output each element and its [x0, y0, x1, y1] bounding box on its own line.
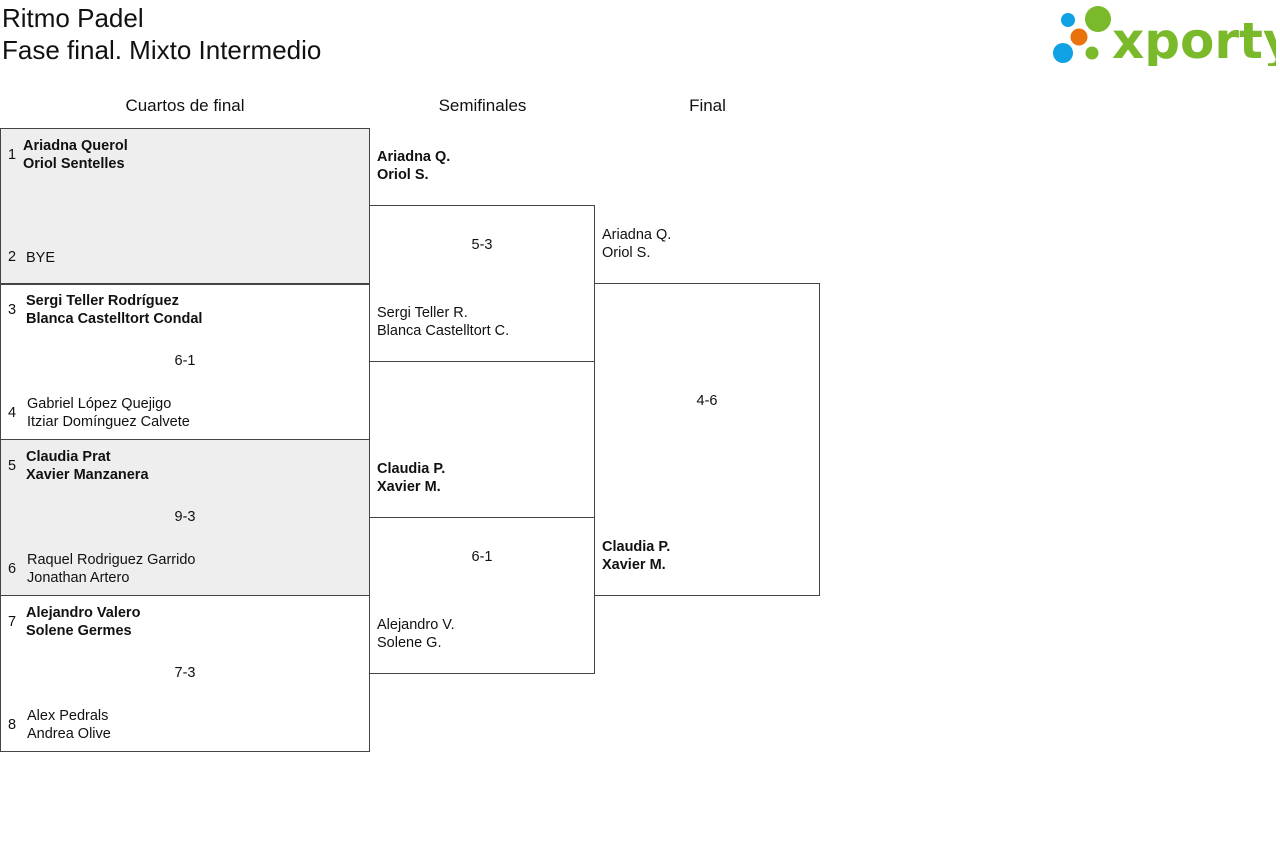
round-header-semifinals: Semifinales: [438, 96, 527, 115]
match-score: 7-3: [174, 665, 196, 681]
round-header-final: Final: [689, 96, 726, 115]
semifinal-match-1[interactable]: 5-3 Sergi Teller R.Blanca Castelltort C.: [369, 205, 595, 362]
match-score: 5-3: [471, 237, 493, 253]
semifinal-1-team-top: Ariadna Q.Oriol S.: [377, 149, 451, 183]
xporty-logo: xporty: [1052, 4, 1280, 70]
semifinal-2-team-top: Claudia P.Xavier M.: [377, 461, 446, 495]
match-score: 6-1: [174, 353, 196, 369]
team-bottom: BYE: [26, 250, 56, 266]
svg-text:xporty: xporty: [1112, 12, 1276, 66]
seed: 3: [8, 302, 17, 318]
seed: 4: [8, 405, 17, 421]
team-bottom: Sergi Teller R.Blanca Castelltort C.: [377, 305, 510, 339]
phase-title: Fase final. Mixto Intermedio: [2, 35, 322, 65]
seed: 1: [8, 147, 17, 163]
team-bottom: Alejandro V.Solene G.: [377, 617, 455, 651]
seed: 8: [8, 717, 17, 733]
final-match[interactable]: 4-6 Claudia P.Xavier M.: [594, 283, 820, 596]
match-score: 9-3: [174, 509, 196, 525]
round-header-quarterfinals: Cuartos de final: [125, 96, 245, 115]
club-title: Ritmo Padel: [2, 3, 144, 33]
final-team-top: Ariadna Q.Oriol S.: [602, 227, 672, 261]
match-score: 4-6: [696, 393, 718, 409]
team-bottom: Claudia P.Xavier M.: [602, 539, 671, 573]
seed: 2: [8, 249, 17, 265]
match-score: 6-1: [471, 549, 493, 565]
seed: 6: [8, 561, 17, 577]
seed: 7: [8, 614, 17, 630]
seed: 5: [8, 458, 17, 474]
semifinal-match-2[interactable]: 6-1 Alejandro V.Solene G.: [369, 517, 595, 674]
